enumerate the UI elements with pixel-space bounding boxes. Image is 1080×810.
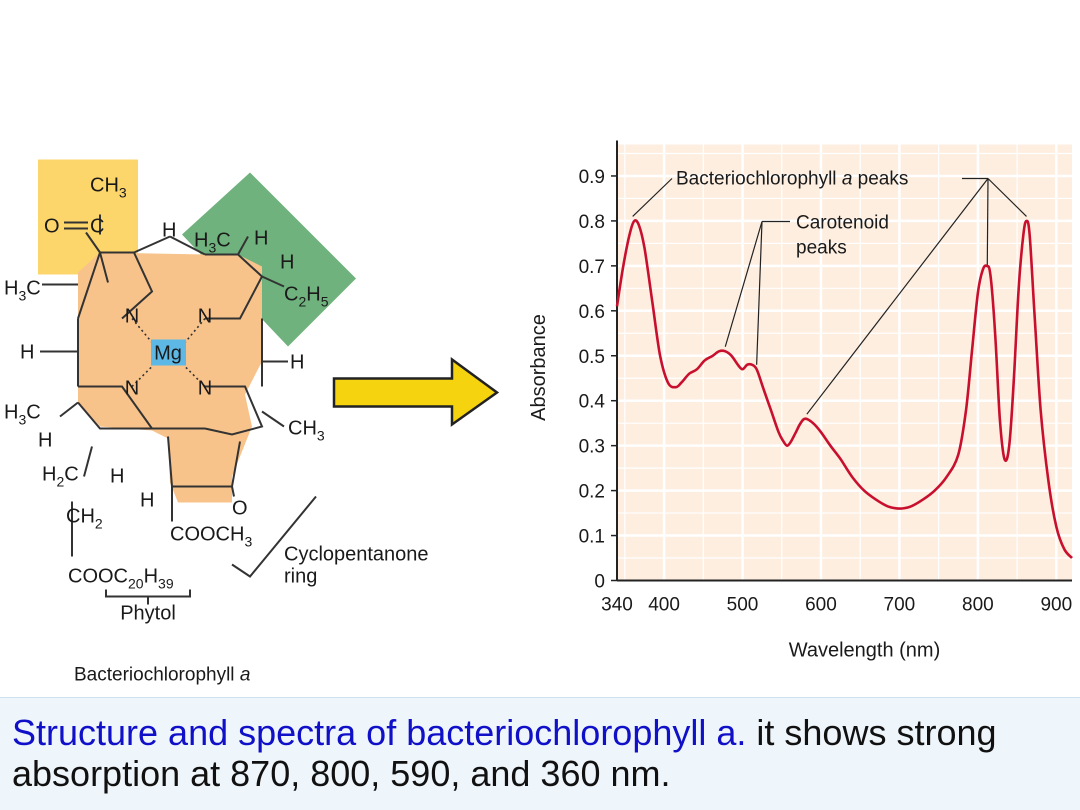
phytol-label: Phytol	[120, 603, 176, 625]
caption: Structure and spectra of bacteriochlorop…	[0, 697, 1080, 810]
grid	[617, 144, 1072, 581]
caption-text: it shows strong absorption at 870, 800, …	[12, 712, 997, 794]
y-tick-label: 0.2	[579, 482, 605, 503]
annotation-text: Bacteriochlorophyll	[676, 169, 842, 190]
ring-bonds	[40, 214, 317, 605]
y-tick-label: 0.4	[579, 392, 606, 413]
hydrogen-atom: H	[140, 490, 154, 512]
hydrogen-atom: H	[110, 466, 124, 488]
phytyl-ester-group: COOC20H39	[68, 566, 174, 592]
x-tick-label: 400	[648, 595, 680, 616]
annotation-leader	[806, 178, 989, 415]
y-tick-label: 0.5	[579, 347, 605, 368]
annotation-suffix: peaks	[852, 169, 908, 190]
x-tick-label: 600	[805, 595, 837, 616]
x-tick-label: 800	[962, 595, 994, 616]
methyl-group-right: CH3	[288, 418, 325, 444]
annotation-leader	[632, 178, 673, 217]
h3c-group-lower: H3C	[4, 402, 41, 428]
y-tick-label: 0	[594, 572, 605, 593]
hydrogen-atom: H	[20, 342, 34, 364]
x-tick-label: 500	[727, 595, 759, 616]
ketone-oxygen: O	[232, 498, 248, 520]
cyclopentanone-ring-label: ring	[284, 566, 317, 588]
nitrogen-atom: N	[198, 378, 212, 400]
annotation-italic: a	[842, 169, 853, 190]
annotation-leader	[987, 178, 1027, 217]
absorbance-curve	[615, 219, 1073, 559]
annotation-bchl-peaks: Bacteriochlorophyll a peaks	[676, 169, 908, 190]
y-axis-label: Absorbance	[528, 314, 550, 421]
annotation-carotenoid: Carotenoid	[796, 213, 889, 234]
hydrogen-atom: H	[290, 352, 304, 374]
bacteriochlorophyll-structure: Mg N N N N CH3 O C H H H H H H H H H3C H…	[4, 159, 429, 686]
y-tick-label: 0.7	[579, 257, 605, 278]
tick-labels: 0 0.1 0.2 0.3 0.4 0.5 0.6 0.7 0.8 0.9 340 400 500 600…	[579, 167, 1073, 616]
hydrogen-atom: H	[254, 228, 268, 250]
nitrogen-atom: N	[125, 306, 139, 328]
magnesium-label: Mg	[154, 343, 182, 365]
hydrogen-atom: H	[38, 430, 52, 452]
annotation-leader	[756, 221, 763, 365]
ethyl-highlight	[182, 172, 356, 347]
absorbance-spectrum-chart: Bacteriochlorophyll a peaksCarotenoidpea…	[528, 140, 1073, 662]
annotation-carotenoid-peaks: peaks	[796, 238, 847, 259]
hydrogen-atom: H	[280, 252, 294, 274]
x-tick-label: 700	[884, 595, 916, 616]
axes	[616, 140, 1072, 582]
hydrogen-atom: H	[162, 220, 176, 242]
h3c-group-left: H3C	[4, 278, 41, 304]
acetyl-carbon: C	[90, 216, 104, 238]
y-tick-label: 0.8	[579, 212, 605, 233]
right-arrow-icon	[332, 357, 500, 427]
annotation-leader	[986, 178, 989, 266]
x-axis-label: Wavelength (nm)	[789, 640, 941, 662]
h2c-group: H2C	[42, 464, 79, 490]
x-tick-label: 900	[1040, 595, 1072, 616]
porphyrin-ring-highlight	[78, 252, 262, 503]
acetyl-ch3-label: CH3	[90, 175, 127, 201]
ch2-group: CH2	[66, 506, 103, 532]
h3c-group-top: H3C	[194, 230, 231, 256]
caption-highlight: Structure and spectra of bacteriochlorop…	[12, 712, 747, 753]
nitrogen-atom: N	[198, 306, 212, 328]
nitrogen-atom: N	[125, 378, 139, 400]
plot-background	[617, 144, 1072, 581]
x-tick-label: 340	[601, 595, 633, 616]
acetyl-oxygen: O	[44, 216, 60, 238]
series	[615, 219, 1073, 559]
methyl-ester-group: COOCH3	[170, 524, 252, 550]
magnesium-highlight	[151, 339, 186, 366]
y-tick-label: 0.9	[579, 167, 605, 188]
annotations: Bacteriochlorophyll a peaksCarotenoidpea…	[632, 169, 1027, 415]
cyclopentanone-label: Cyclopentanone	[284, 544, 429, 566]
molecule-name: Bacteriochlorophyll a	[74, 665, 250, 686]
y-tick-label: 0.1	[579, 527, 605, 548]
ethyl-group: C2H5	[284, 284, 329, 310]
annotation-leader	[724, 221, 763, 347]
y-tick-label: 0.3	[579, 437, 605, 458]
y-tick-label: 0.6	[579, 302, 605, 323]
